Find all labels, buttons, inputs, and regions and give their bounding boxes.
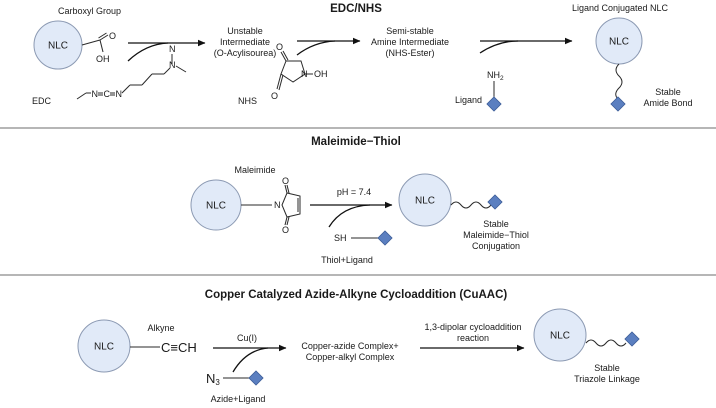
edc-n-top: N <box>169 44 176 54</box>
cycloaddition-label-2: reaction <box>457 333 489 343</box>
edc-nlc-label: NLC <box>48 41 68 52</box>
cuaac-product-nlc <box>533 308 587 362</box>
azide-n3: N3 <box>206 371 220 387</box>
ligand-curved-feed <box>479 40 519 54</box>
alkyne-formula: C≡CH <box>161 340 197 355</box>
edc-n-left: N <box>92 89 99 99</box>
edc-product-diamond <box>610 96 626 112</box>
maleimide-product-caption-1: Stable <box>483 219 509 229</box>
carboxyl-bonds <box>81 32 109 53</box>
edc-product-caption-2: Amide Bond <box>643 98 692 108</box>
edc-ligand-diamond <box>486 96 502 112</box>
cu-catalyst: Cu(I) <box>237 333 257 343</box>
edc-structure <box>76 54 187 100</box>
maleimide-nlc-label: NLC <box>206 201 226 212</box>
nhs-oh-group: OH <box>314 69 328 79</box>
thiol-sh: SH <box>334 233 347 243</box>
cuaac-product-diamond <box>624 331 640 347</box>
carboxyl-group-label: Carboxyl Group <box>58 6 121 16</box>
maleimide-product-caption-3: Conjugation <box>472 241 520 251</box>
cuaac-product-nlc-label: NLC <box>550 331 570 342</box>
intermediate2-line3: (NHS-Ester) <box>386 48 435 58</box>
ligand-nh2: NH2 <box>487 70 504 82</box>
maleimide-o-top: O <box>282 176 289 186</box>
nhs-label: NHS <box>238 96 257 106</box>
cuaac-section-title: Copper Catalyzed Azide-Alkyne Cycloaddit… <box>205 289 508 301</box>
maleimide-o-bottom: O <box>282 225 289 235</box>
edc-product-nlc-label: NLC <box>609 37 629 48</box>
thiol-curved-feed <box>328 204 371 228</box>
amide-linker <box>615 63 623 100</box>
alkyne-label: Alkyne <box>147 323 174 333</box>
thiol-ligand-label: Thiol+Ligand <box>321 255 373 265</box>
edc-product-caption-1: Stable <box>655 87 681 97</box>
maleimide-product-caption-2: Maleimide−Thiol <box>463 230 529 240</box>
nhs-curved-feed <box>296 40 336 56</box>
intermediate2-line2: Amine Intermediate <box>371 37 449 47</box>
product-title: Ligand Conjugated NLC <box>572 3 669 13</box>
cycloaddition-label-1: 1,3-dipolar cycloaddition <box>424 322 521 332</box>
intermediate1-line1: Unstable <box>227 26 263 36</box>
intermediate1-line3: (O-Acylisourea) <box>214 48 277 58</box>
complex-line1: Copper-azide Complex+ <box>301 341 398 351</box>
edc-n-mid: N <box>116 89 123 99</box>
azide-ligand-diamond <box>248 370 264 386</box>
carboxyl-oh-group: OH <box>96 54 110 64</box>
carboxyl-o-atom: O <box>109 31 116 41</box>
azide-curved-feed <box>232 347 269 373</box>
cuaac-nlc-label: NLC <box>94 342 114 353</box>
edc-label: EDC <box>32 96 52 106</box>
nhs-structure <box>276 50 313 91</box>
maleimide-n-atom: N <box>274 200 281 210</box>
edc-c-atom: C <box>104 89 111 99</box>
nhs-o-bottom: O <box>271 91 278 101</box>
thiol-ligand-diamond <box>377 230 393 246</box>
cuaac-product-caption-1: Stable <box>594 363 620 373</box>
maleimide-structure <box>241 184 301 226</box>
intermediate2-line1: Semi-stable <box>386 26 434 36</box>
ligand-label: Ligand <box>455 95 482 105</box>
cuaac-nlc-particle <box>77 319 131 373</box>
maleimide-product-nlc-label: NLC <box>415 196 435 207</box>
maleimide-product-nlc <box>398 173 452 227</box>
complex-line2: Copper-alkyl Complex <box>306 352 395 362</box>
edc-n-right: N <box>169 60 176 70</box>
edc-section-title: EDC/NHS <box>330 3 382 15</box>
maleimide-section-title: Maleimide−Thiol <box>311 136 401 148</box>
intermediate1-line2: Intermediate <box>220 37 270 47</box>
nhs-n-atom: N <box>301 69 308 79</box>
maleimide-product-diamond <box>487 194 503 210</box>
thioether-linker <box>450 201 492 209</box>
maleimide-label: Maleimide <box>234 165 275 175</box>
ph-condition: pH = 7.4 <box>337 187 371 197</box>
triazole-linker <box>585 339 627 347</box>
azide-ligand-label: Azide+Ligand <box>211 394 266 404</box>
edc-curved-feed <box>127 42 169 62</box>
cuaac-product-caption-2: Triazole Linkage <box>574 374 640 384</box>
nhs-o-top: O <box>276 42 283 52</box>
